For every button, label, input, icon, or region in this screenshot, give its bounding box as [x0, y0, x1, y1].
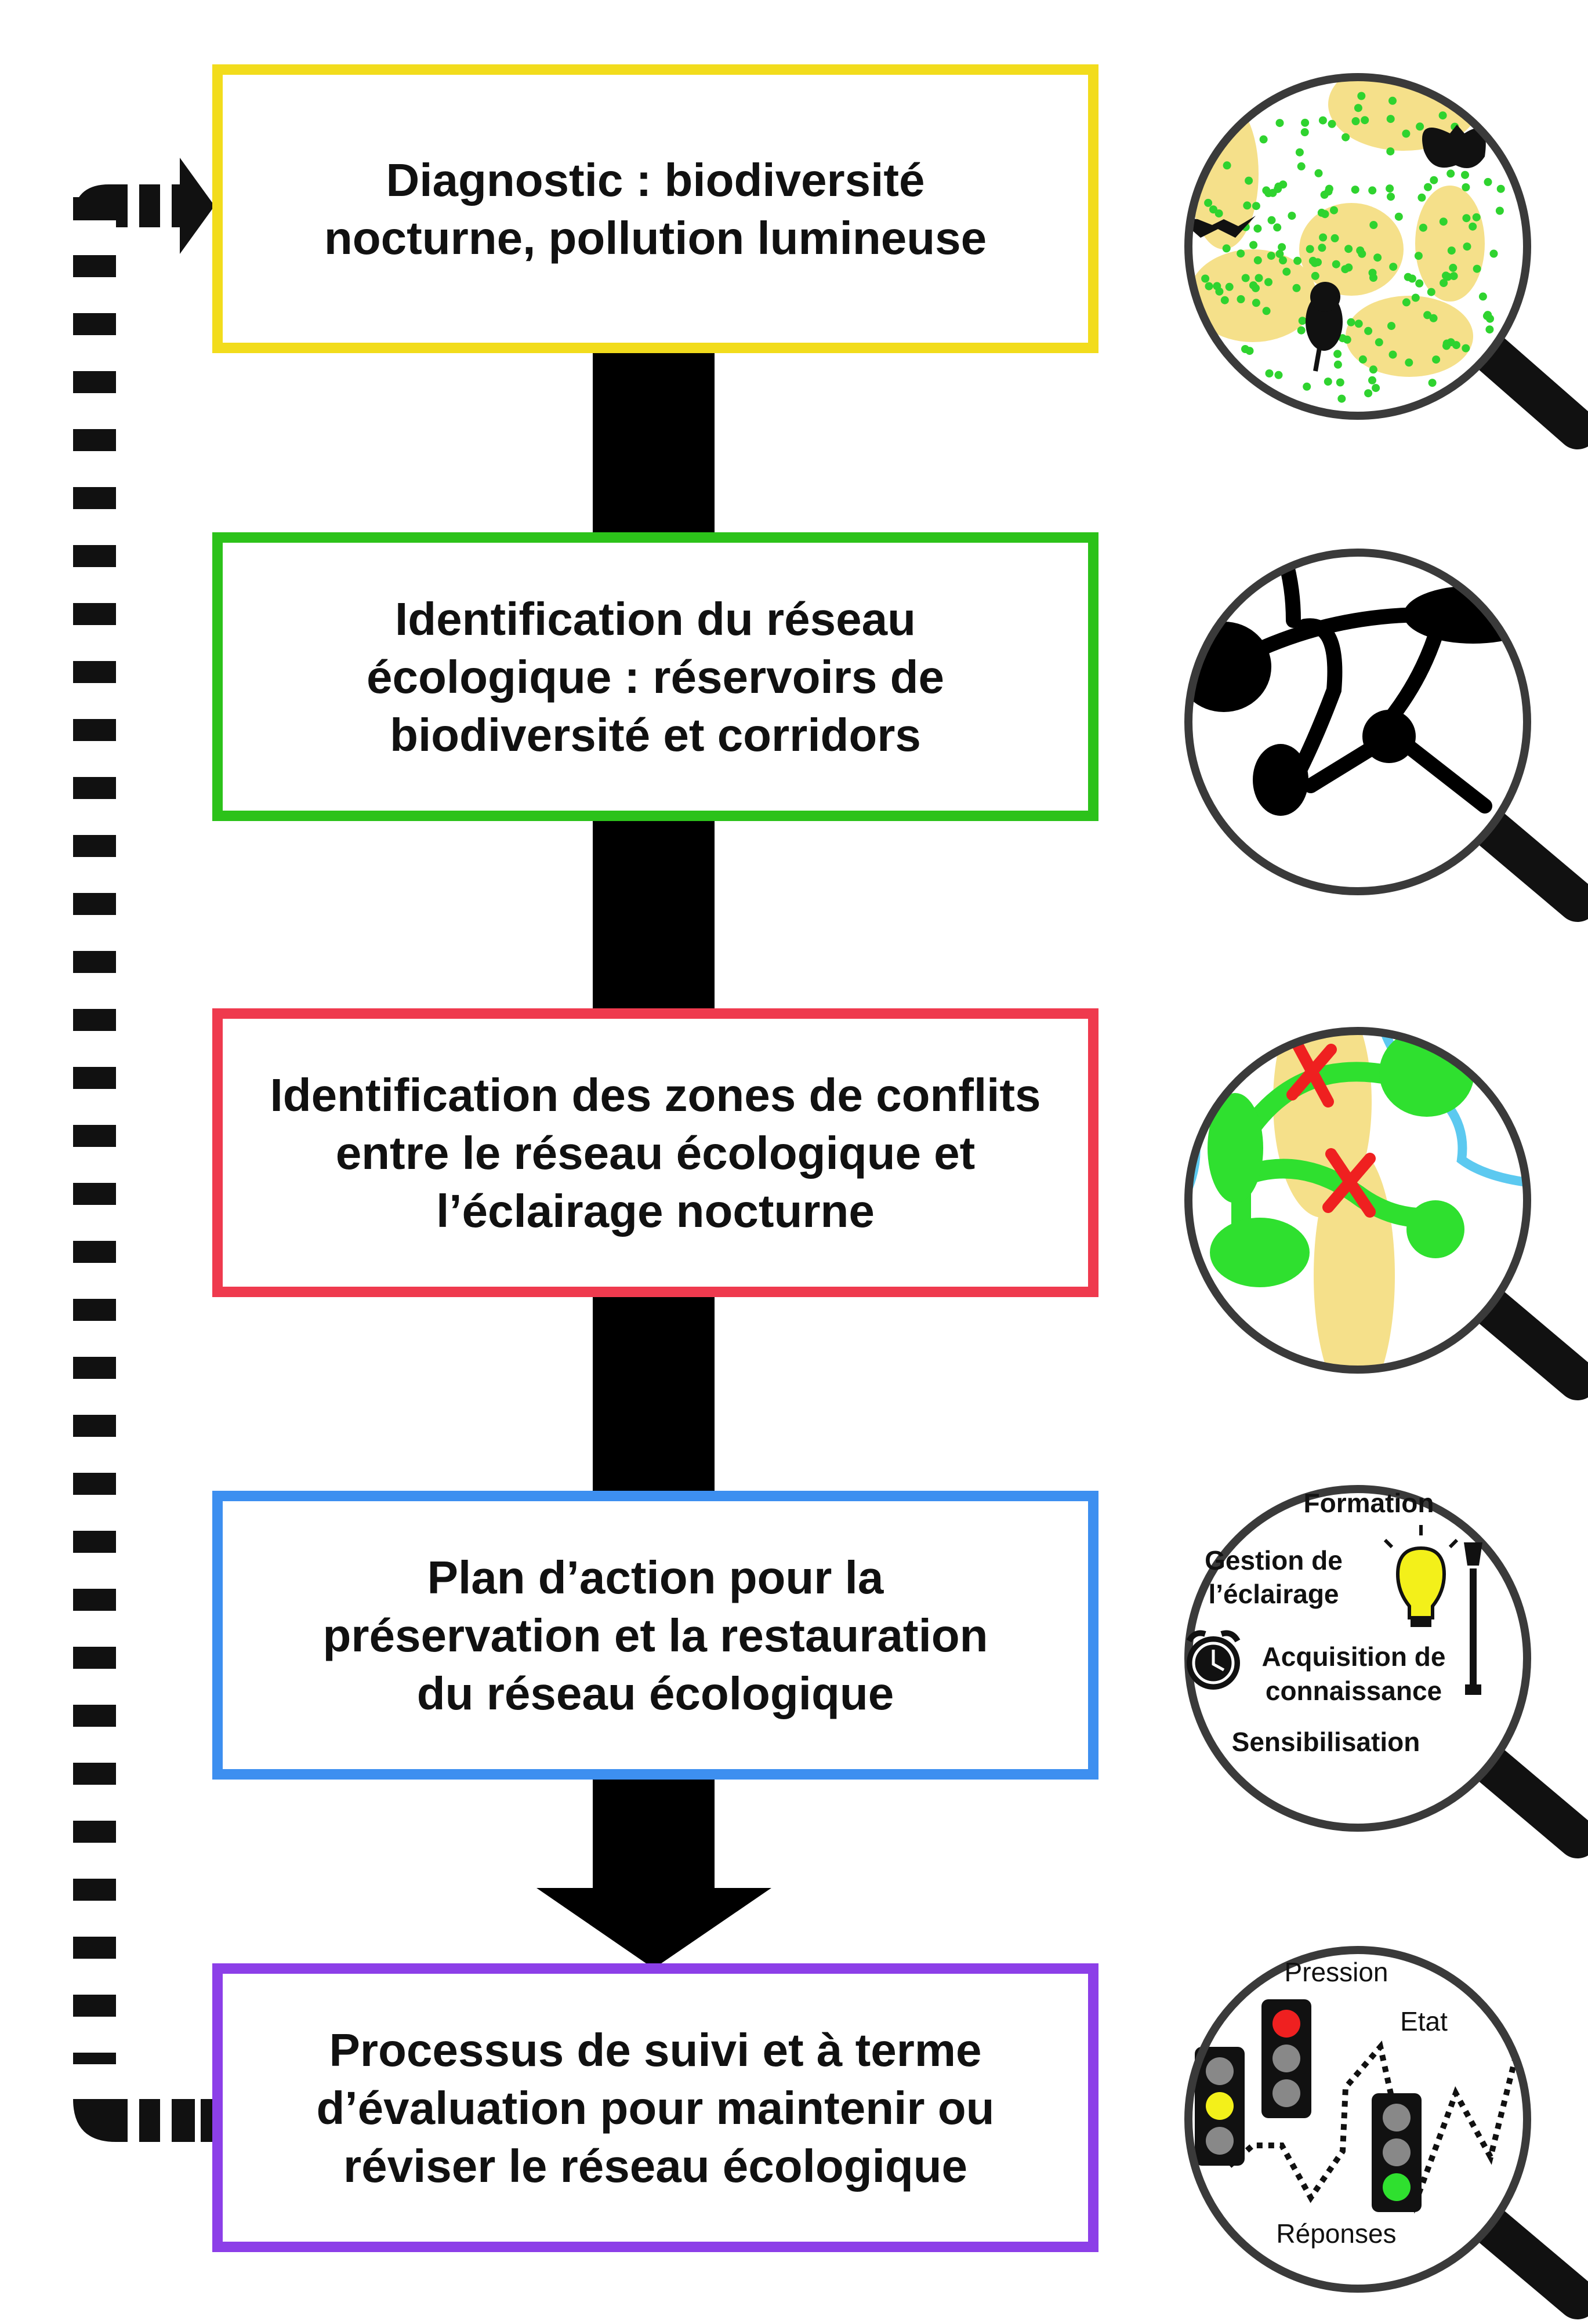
feedback-loop-arrow — [73, 158, 218, 2142]
traffic-light-yellow-icon — [1195, 2047, 1245, 2166]
step-box-5: Processus de suivi et à terme d’évaluatio… — [212, 1963, 1098, 2252]
step-2-line-2: écologique : réservoirs de — [367, 651, 944, 703]
traffic-light-green-icon — [1372, 2093, 1422, 2212]
alarm-clock-icon — [1186, 1630, 1241, 1690]
lens-label-formation: Formation — [1304, 1488, 1434, 1518]
lens-label-sensibilisation: Sensibilisation — [1232, 1727, 1420, 1757]
action-plan-lens-icon: Formation Gestion de l’éclairage Acquisi… — [1184, 1485, 1588, 1858]
step-2-line-3: biodiversité et corridors — [390, 709, 921, 761]
street-lamp-icon — [1464, 1542, 1482, 1695]
step-2-line-1: Identification du réseau — [395, 593, 916, 645]
step-5-line-1: Processus de suivi et à terme — [329, 2024, 982, 2076]
step-box-4: Plan d’action pour la préservation et la … — [212, 1491, 1098, 1780]
step-box-1: Diagnostic : biodiversité nocturne, pollu… — [212, 64, 1098, 353]
lens-label-acquisition-2: connaissance — [1266, 1676, 1442, 1706]
biodiversity-night-lens-icon — [1184, 73, 1588, 449]
lens-label-pression: Pression — [1285, 1957, 1388, 1987]
light-bulb-icon — [1383, 1525, 1459, 1627]
step-3-line-3: l’éclairage nocturne — [436, 1185, 875, 1237]
step-4-line-3: du réseau écologique — [417, 1668, 894, 1719]
step-box-2: Identification du réseau écologique : rés… — [212, 532, 1098, 821]
step-box-3: Identification des zones de conflits entr… — [212, 1008, 1098, 1297]
step-box-frame — [212, 1008, 1098, 1297]
step-4-line-2: préservation et la restauration — [322, 1610, 988, 1661]
step-3-line-1: Identification des zones de conflits — [270, 1069, 1040, 1121]
lens-label-reponses: Réponses — [1276, 2218, 1396, 2249]
step-box-frame — [212, 532, 1098, 821]
lens-label-etat: Etat — [1400, 2006, 1448, 2036]
lens-label-gestion-1: Gestion de — [1205, 1545, 1343, 1575]
step-5-line-2: d’évaluation pour maintenir ou — [317, 2082, 995, 2134]
monitoring-indicators-lens-icon: Pression Etat Réponses — [1184, 1946, 1588, 2319]
step-3-line-2: entre le réseau écologique et — [336, 1127, 976, 1179]
conflict-zones-lens-icon — [1184, 1027, 1588, 1400]
steps-layer: Diagnostic : biodiversité nocturne, pollu… — [212, 64, 1098, 2252]
step-box-frame — [212, 1963, 1098, 2252]
step-5-line-3: réviser le réseau écologique — [343, 2140, 967, 2192]
lens-label-gestion-2: l’éclairage — [1208, 1579, 1339, 1609]
step-4-line-1: Plan d’action pour la — [427, 1552, 884, 1603]
step-box-frame — [212, 64, 1098, 353]
step-1-line-2: nocturne, pollution lumineuse — [324, 212, 987, 264]
traffic-light-red-icon — [1261, 1999, 1311, 2118]
ecological-network-lens-icon — [1184, 549, 1588, 922]
step-1-line-1: Diagnostic : biodiversité — [386, 154, 924, 206]
lens-label-acquisition-1: Acquisition de — [1262, 1642, 1446, 1672]
step-box-frame — [212, 1491, 1098, 1780]
